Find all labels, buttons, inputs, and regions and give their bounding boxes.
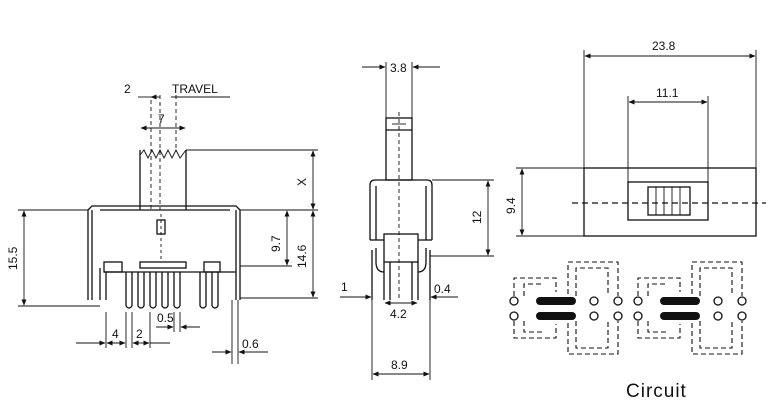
dim-pin-2: 2 (136, 327, 143, 341)
dim-side-0-4: 0.4 (434, 282, 451, 296)
circuit-diagram: Circuit (509, 261, 747, 402)
dim-top-9-4: 9.4 (504, 197, 518, 214)
dim-top-11-1: 11.1 (656, 86, 679, 100)
switch-body (87, 205, 241, 300)
dim-side-12: 12 (470, 210, 484, 224)
side-view: 3.8 12 1 0.4 4.2 8.9 (340, 61, 494, 380)
dim-side-1: 1 (341, 280, 348, 294)
pin-base (99, 261, 236, 309)
actuator (139, 95, 187, 210)
side-dimensions: 3.8 12 1 0.4 4.2 8.9 (340, 61, 494, 380)
circuit-pole-right (633, 261, 747, 355)
dim-x-travel: X (295, 178, 309, 186)
dim-side-8-9: 8.9 (391, 358, 408, 372)
side-body (369, 179, 433, 300)
dim-body-15-5: 15.5 (6, 246, 20, 270)
front-view: 2 TRAVEL 7 X 15.5 9.7 14.6 (6, 82, 318, 364)
top-view: 23.8 11.1 9.4 (504, 39, 766, 237)
dim-height-14-6: 14.6 (295, 244, 309, 268)
dim-side-3-8: 3.8 (390, 61, 407, 75)
dim-actuator-7: 7 (158, 112, 165, 126)
dim-side-4-2: 4.2 (390, 307, 407, 321)
front-dimensions: 2 TRAVEL 7 X 15.5 9.7 14.6 (6, 82, 318, 364)
dim-pin-4: 4 (112, 327, 119, 341)
dim-top-23-8: 23.8 (652, 39, 676, 53)
dim-height-9-7: 9.7 (269, 235, 283, 252)
circuit-caption: Circuit (626, 381, 687, 402)
circuit-pole-left (509, 261, 623, 355)
slider-knob (647, 186, 691, 216)
dim-pin-0-6: 0.6 (242, 337, 259, 351)
dim-pitch-2: 2 (124, 82, 131, 96)
dim-pin-0-5: 0.5 (157, 311, 174, 325)
top-body-outline (583, 167, 757, 237)
dim-travel-label: TRAVEL (172, 82, 218, 96)
